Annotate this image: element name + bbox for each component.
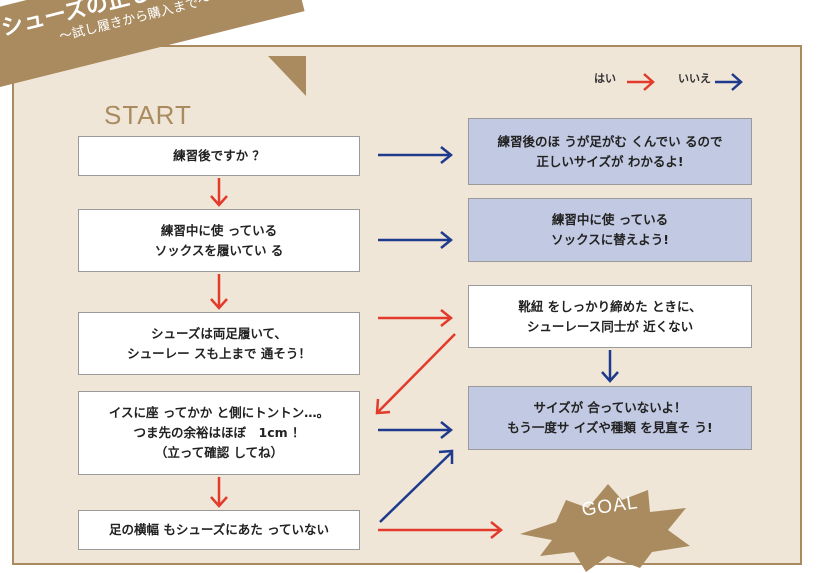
legend-no-label: いいえ [678, 72, 711, 85]
legend-yes-arrow [627, 73, 655, 91]
yes-arrow-laces-4 [375, 333, 456, 415]
legend-yes-label: はい [594, 72, 616, 85]
check-box-laces: 靴紐 をしっかり締めた ときに、 シューレース同士が 近くない [468, 285, 752, 348]
start-label: START [104, 100, 192, 130]
ribbon-tail [268, 56, 306, 96]
no-arrow-2 [378, 231, 454, 249]
question-box-1: 練習後ですか ？ [78, 136, 360, 176]
no-arrow-laces [601, 350, 619, 383]
yes-arrow-4-5 [210, 477, 228, 508]
question-box-5: 足の横幅 もシューズにあた っていない [78, 510, 360, 550]
question-box-3: シューズは両足履いて、 シューレー スも上まで 通そう！ [78, 312, 360, 375]
answer-box-size: サイズが 合っていないよ！ もう一度サ イズや種類 を見直そ う! [468, 386, 752, 450]
yes-arrow-5-goal [378, 521, 504, 539]
yes-arrow-2-3 [210, 274, 228, 310]
no-arrow-5 [379, 449, 454, 523]
question-box-4: イスに座 ってかか と側にトントン…。 つま先の余裕はほぼ 1cm ！ （立って… [78, 391, 360, 475]
answer-box-2: 練習中に使 っている ソックスに替えよう! [468, 198, 752, 262]
answer-box-1: 練習後のほ うが足がむ くんでい るので 正しいサイズが わかるよ! [468, 118, 752, 185]
yes-arrow-3-laces [378, 309, 454, 327]
yes-arrow-1-2 [210, 178, 228, 207]
no-arrow-1 [378, 146, 454, 164]
goal-burst [520, 484, 690, 572]
question-box-2: 練習中に使 っている ソックスを履いてい る [78, 209, 360, 272]
no-arrow-4 [378, 421, 454, 439]
legend-no-arrow [715, 73, 743, 91]
